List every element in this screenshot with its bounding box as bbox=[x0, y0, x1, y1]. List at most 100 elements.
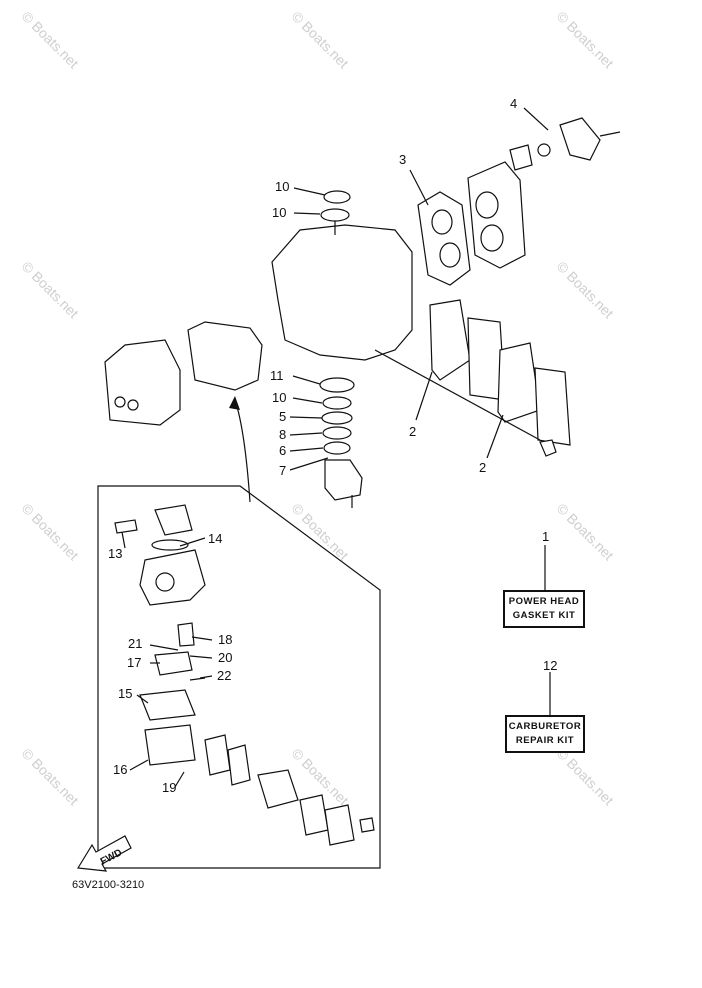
cylinder-block bbox=[271, 224, 413, 361]
seal bbox=[322, 396, 352, 410]
callout-14: 14 bbox=[208, 531, 223, 546]
callout-10: 10 bbox=[272, 205, 287, 220]
exhaust-gasket bbox=[429, 299, 471, 381]
callout-2: 2 bbox=[479, 460, 487, 475]
callout-21: 21 bbox=[128, 636, 143, 651]
intake-silencer bbox=[104, 339, 181, 426]
carburetor-repair-kit-box: CARBURETOR REPAIR KIT bbox=[505, 715, 585, 753]
callout-12: 12 bbox=[543, 658, 558, 673]
assembly-arrow bbox=[234, 399, 251, 503]
main-jet bbox=[177, 622, 195, 647]
callout-15: 15 bbox=[118, 686, 133, 701]
float-chamber bbox=[144, 724, 196, 766]
leader-line bbox=[289, 447, 324, 452]
callout-20: 20 bbox=[218, 650, 233, 665]
float-pin bbox=[189, 677, 206, 681]
callout-2: 2 bbox=[409, 424, 417, 439]
callout-19: 18 bbox=[218, 632, 233, 647]
leader-line bbox=[486, 414, 504, 459]
cylinder-head-gasket bbox=[417, 191, 471, 286]
callout-17: 19 bbox=[162, 780, 177, 795]
callout-5: 5 bbox=[279, 409, 287, 424]
callout-1: 1 bbox=[542, 529, 550, 544]
leader-line bbox=[292, 375, 321, 385]
fuel-pump-diaphragm bbox=[227, 744, 251, 786]
callout-9: 10 bbox=[275, 179, 290, 194]
carburetor-kit-frame bbox=[97, 485, 381, 869]
leader-line bbox=[174, 771, 185, 788]
carburetor-throat bbox=[155, 572, 175, 592]
exhaust-plate bbox=[534, 367, 571, 446]
callout-3: 3 bbox=[399, 152, 407, 167]
leader-line bbox=[129, 759, 149, 771]
kit-line-1: CARBURETOR bbox=[508, 721, 582, 732]
callout-18: 17 bbox=[127, 655, 142, 670]
callout-4: 4 bbox=[510, 96, 518, 111]
leader-line bbox=[179, 537, 206, 547]
callout-6: 6 bbox=[279, 443, 287, 458]
leader-line bbox=[289, 416, 323, 419]
leader-line bbox=[199, 675, 213, 679]
leader-line bbox=[136, 694, 149, 704]
screw bbox=[359, 817, 375, 833]
gasket-bore bbox=[431, 209, 453, 235]
head-chamber bbox=[475, 191, 499, 219]
oil-seal bbox=[323, 190, 351, 204]
float bbox=[154, 651, 193, 676]
leader-line bbox=[289, 457, 329, 471]
leader-line bbox=[293, 212, 321, 215]
leader-line bbox=[189, 655, 213, 659]
seal bbox=[322, 426, 352, 440]
callout-10: 10 bbox=[272, 390, 287, 405]
leader-line bbox=[289, 432, 323, 436]
leader-line bbox=[293, 187, 326, 196]
bolt bbox=[539, 439, 557, 457]
thermostat bbox=[509, 144, 533, 171]
callout-7: 7 bbox=[279, 463, 287, 478]
thermostat-cover bbox=[559, 117, 601, 161]
power-head-gasket-kit-box: POWER HEAD GASKET KIT bbox=[503, 590, 585, 628]
fwd-arrow bbox=[76, 835, 132, 872]
o-ring bbox=[319, 377, 355, 393]
callout-13: 13 bbox=[108, 546, 123, 561]
thermostat-gasket bbox=[537, 143, 551, 157]
callout-16: 16 bbox=[113, 762, 128, 777]
seal bbox=[323, 441, 351, 455]
fuel-pump-gasket bbox=[299, 794, 329, 836]
carburetor-top-cover bbox=[154, 504, 193, 536]
leader-line bbox=[409, 169, 429, 206]
leader-line bbox=[149, 644, 179, 651]
washer bbox=[321, 411, 353, 425]
kit-line-2: GASKET KIT bbox=[512, 610, 576, 621]
float-chamber-gasket bbox=[139, 689, 196, 721]
fuel-pump-body bbox=[257, 769, 299, 809]
leader-line bbox=[415, 371, 433, 421]
leader-line bbox=[374, 349, 541, 441]
leader-line bbox=[292, 397, 323, 404]
gasket bbox=[151, 539, 189, 551]
assembly-arrow-head bbox=[229, 396, 240, 410]
leader-line bbox=[121, 531, 126, 549]
leader-line bbox=[191, 636, 213, 641]
fuel-pump-cover bbox=[324, 804, 355, 846]
o-ring bbox=[320, 208, 350, 222]
callout-8: 8 bbox=[279, 427, 287, 442]
pilot-screw bbox=[114, 519, 138, 534]
cylinder-head bbox=[467, 161, 526, 269]
callout-22: 22 bbox=[217, 668, 232, 683]
exhaust-gasket bbox=[497, 342, 541, 423]
intake-manifold bbox=[187, 321, 263, 391]
oil-seal-housing bbox=[324, 459, 363, 501]
gasket-bore bbox=[439, 242, 461, 268]
leader-line bbox=[523, 107, 549, 131]
kit-line-1: POWER HEAD bbox=[508, 596, 580, 607]
fuel-pump-gasket bbox=[204, 734, 231, 776]
drawing-number: 63V2100-3210 bbox=[72, 879, 145, 891]
callout-11: 11 bbox=[270, 368, 284, 383]
head-chamber bbox=[480, 224, 504, 252]
kit-line-2: REPAIR KIT bbox=[515, 735, 575, 746]
bolt bbox=[599, 131, 621, 137]
silencer-hole bbox=[127, 399, 139, 411]
